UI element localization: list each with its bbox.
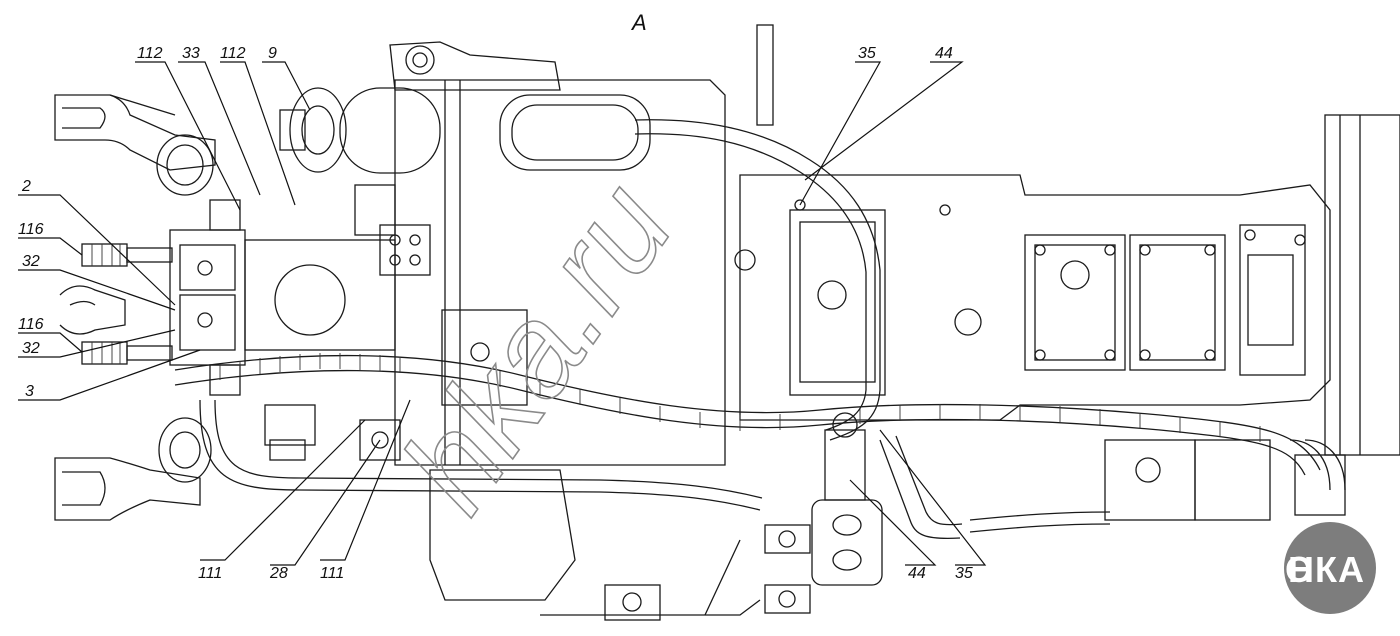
callout-112-a: 112 — [137, 45, 163, 62]
view-label: A — [630, 10, 647, 35]
callout-44-bottom: 44 — [908, 565, 926, 582]
callouts-bottom: 111 28 111 44 35 — [198, 565, 973, 582]
filter-canister — [279, 87, 441, 174]
callout-35-top: 35 — [858, 45, 876, 62]
bolts — [794, 199, 1306, 361]
top-bracket — [389, 41, 561, 91]
quick-couplers — [81, 243, 173, 365]
callout-111-a: 111 — [198, 565, 222, 582]
logo-text-right: НКА — [1288, 549, 1365, 590]
clamp-brackets-mid — [264, 404, 401, 461]
hitch-hook — [59, 285, 126, 335]
callout-33: 33 — [182, 45, 200, 62]
callouts-top: 112 33 112 9 35 44 — [137, 45, 953, 62]
distribution-fitting — [811, 412, 883, 586]
callout-3: 3 — [25, 383, 34, 400]
pump-assembly — [244, 184, 431, 351]
corrugated-harness — [174, 353, 1321, 476]
callout-32-lower: 32 — [22, 340, 40, 357]
callout-32-upper: 32 — [22, 253, 40, 270]
hydraulic-pipe-lower — [199, 399, 1346, 540]
lower-linkage-arm — [54, 417, 212, 521]
callout-112-b: 112 — [220, 45, 246, 62]
logo-circle — [1284, 522, 1376, 614]
front-cover-plate — [1324, 114, 1400, 456]
transmission-housing — [734, 174, 1331, 421]
leader-lines — [18, 61, 987, 566]
callout-9: 9 — [268, 45, 277, 62]
callout-35-bottom: 35 — [955, 565, 973, 582]
callout-111-b: 111 — [320, 565, 344, 582]
callout-28: 28 — [269, 565, 288, 582]
callouts-left: 2 116 32 116 32 3 — [18, 178, 44, 400]
callout-116-upper: 116 — [18, 221, 44, 238]
upper-linkage-arm — [54, 94, 216, 196]
callout-116-lower: 116 — [18, 316, 44, 333]
callout-2: 2 — [21, 178, 31, 195]
hydraulic-tank — [394, 79, 726, 466]
agronka-logo: АГРО НКА — [1212, 522, 1376, 614]
logo-text-left: АГРО — [1212, 549, 1314, 590]
lower-corrugated-hose — [969, 511, 1111, 533]
rear-pump — [1104, 439, 1346, 521]
upright-rod — [756, 24, 774, 126]
hydraulic-pipe-upper — [634, 119, 881, 441]
mounting-brackets — [429, 469, 811, 621]
callout-44-top: 44 — [935, 45, 953, 62]
